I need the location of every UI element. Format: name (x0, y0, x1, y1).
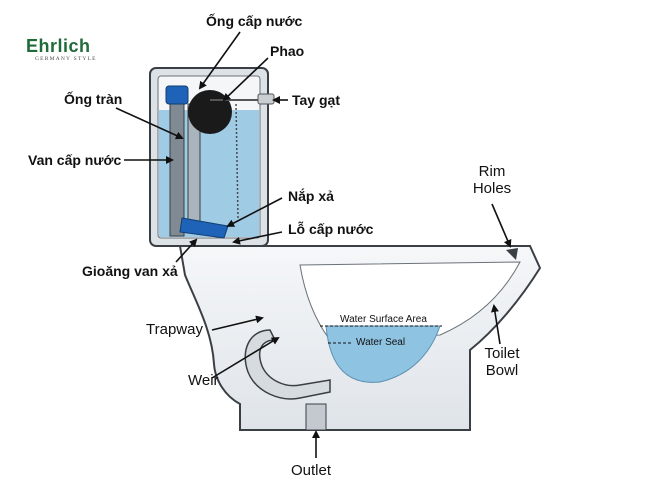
arrow-fill-pipe (198, 31, 241, 90)
bowl-cavity (299, 261, 521, 341)
arrow-weir (211, 336, 280, 379)
arrow-flush-hole (232, 231, 283, 245)
arrow-seal (175, 238, 198, 263)
arrow-float (222, 57, 269, 102)
brand-name: Ehrlich (26, 36, 91, 56)
label-float: Phao (270, 43, 305, 59)
bowl-water (325, 325, 441, 383)
rim-hole (506, 248, 518, 260)
arrow-overflow (115, 107, 184, 140)
float-ball (188, 90, 232, 134)
arrow-bowl (490, 304, 501, 345)
trapway-channel (244, 329, 331, 400)
label-outlet: Outlet (291, 462, 332, 479)
label-water-surface: Water Surface Area (340, 314, 427, 325)
chain (235, 103, 239, 219)
flush-lever (257, 93, 275, 105)
label-overflow-tube: Ống tràn (64, 91, 123, 107)
label-flush-lever: Tay gạt (292, 92, 340, 108)
bowl (178, 245, 542, 431)
label-arrows (115, 31, 512, 458)
tank (149, 67, 275, 247)
brand-logo: Ehrlich GERMANY STYLE (26, 36, 106, 66)
label-flapper: Nắp xả (288, 188, 334, 204)
label-water-seal: Water Seal (356, 337, 406, 348)
label-trapway: Trapway (146, 321, 203, 338)
flapper (179, 217, 229, 239)
brand-tagline: GERMANY STYLE (35, 56, 97, 62)
arrow-flapper (226, 197, 283, 227)
label-flush-hole: Lỗ cấp nước (288, 221, 374, 237)
label-fill-valve: Van cấp nước (28, 152, 122, 168)
fill-valve-column (169, 97, 185, 237)
label-toilet-bowl: Toilet Bowl (484, 345, 520, 380)
label-flush-seal: Gioăng van xả (82, 263, 178, 279)
arrow-trapway (211, 315, 264, 331)
label-rim-holes: Rim Holes (472, 163, 512, 198)
fill-valve-head (165, 85, 189, 105)
label-fill-pipe: Ống cấp nước (206, 13, 303, 29)
arrow-rim-holes (491, 203, 512, 248)
label-weir: Weir (188, 372, 219, 389)
outlet-pipe (305, 403, 327, 431)
